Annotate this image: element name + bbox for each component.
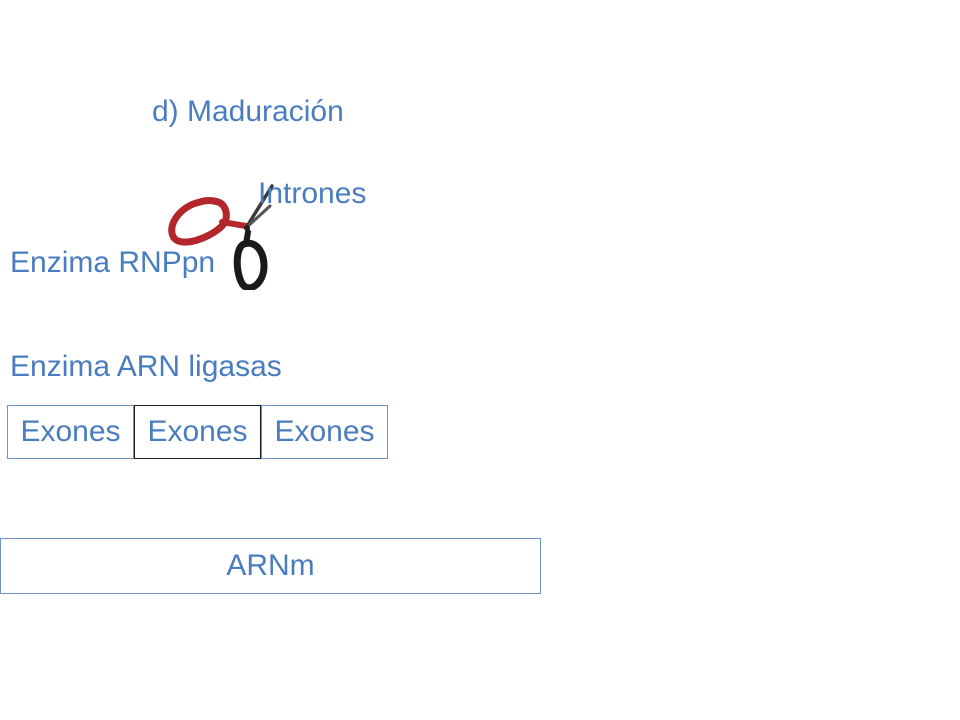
enzyme-ligase-label: Enzima ARN ligasas: [10, 350, 282, 383]
introns-label: Intrones: [258, 177, 367, 210]
mrna-box: ARNm: [0, 538, 541, 594]
exon-box-3: Exones: [261, 405, 388, 459]
scissors-icon: [168, 184, 274, 290]
exon-box-2: Exones: [134, 405, 261, 459]
exon-box-1: Exones: [7, 405, 134, 459]
slide-title: d) Maduración: [152, 95, 344, 128]
enzyme-rnppn-label: Enzima RNPpn: [10, 246, 216, 279]
exon-row: Exones Exones Exones: [7, 405, 388, 461]
